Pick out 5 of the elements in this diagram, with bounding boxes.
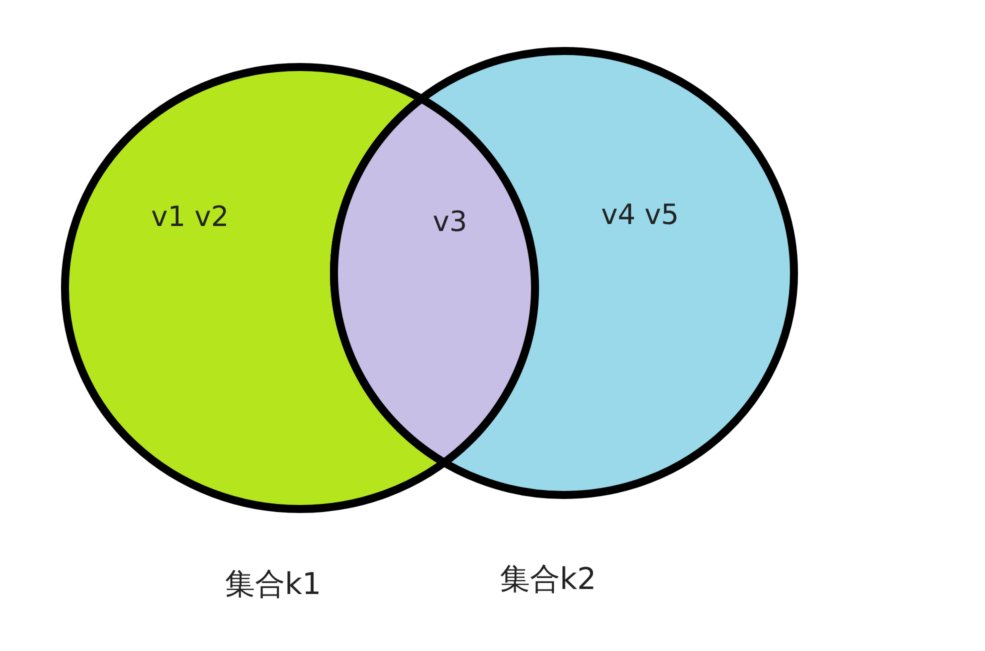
element-label: v1 v2 [151,203,229,231]
element-label: v4 v5 [601,201,679,229]
set-name: 集合k1 [224,570,322,600]
set-name: 集合k2 [500,565,596,595]
element-label: v3 [432,208,468,236]
